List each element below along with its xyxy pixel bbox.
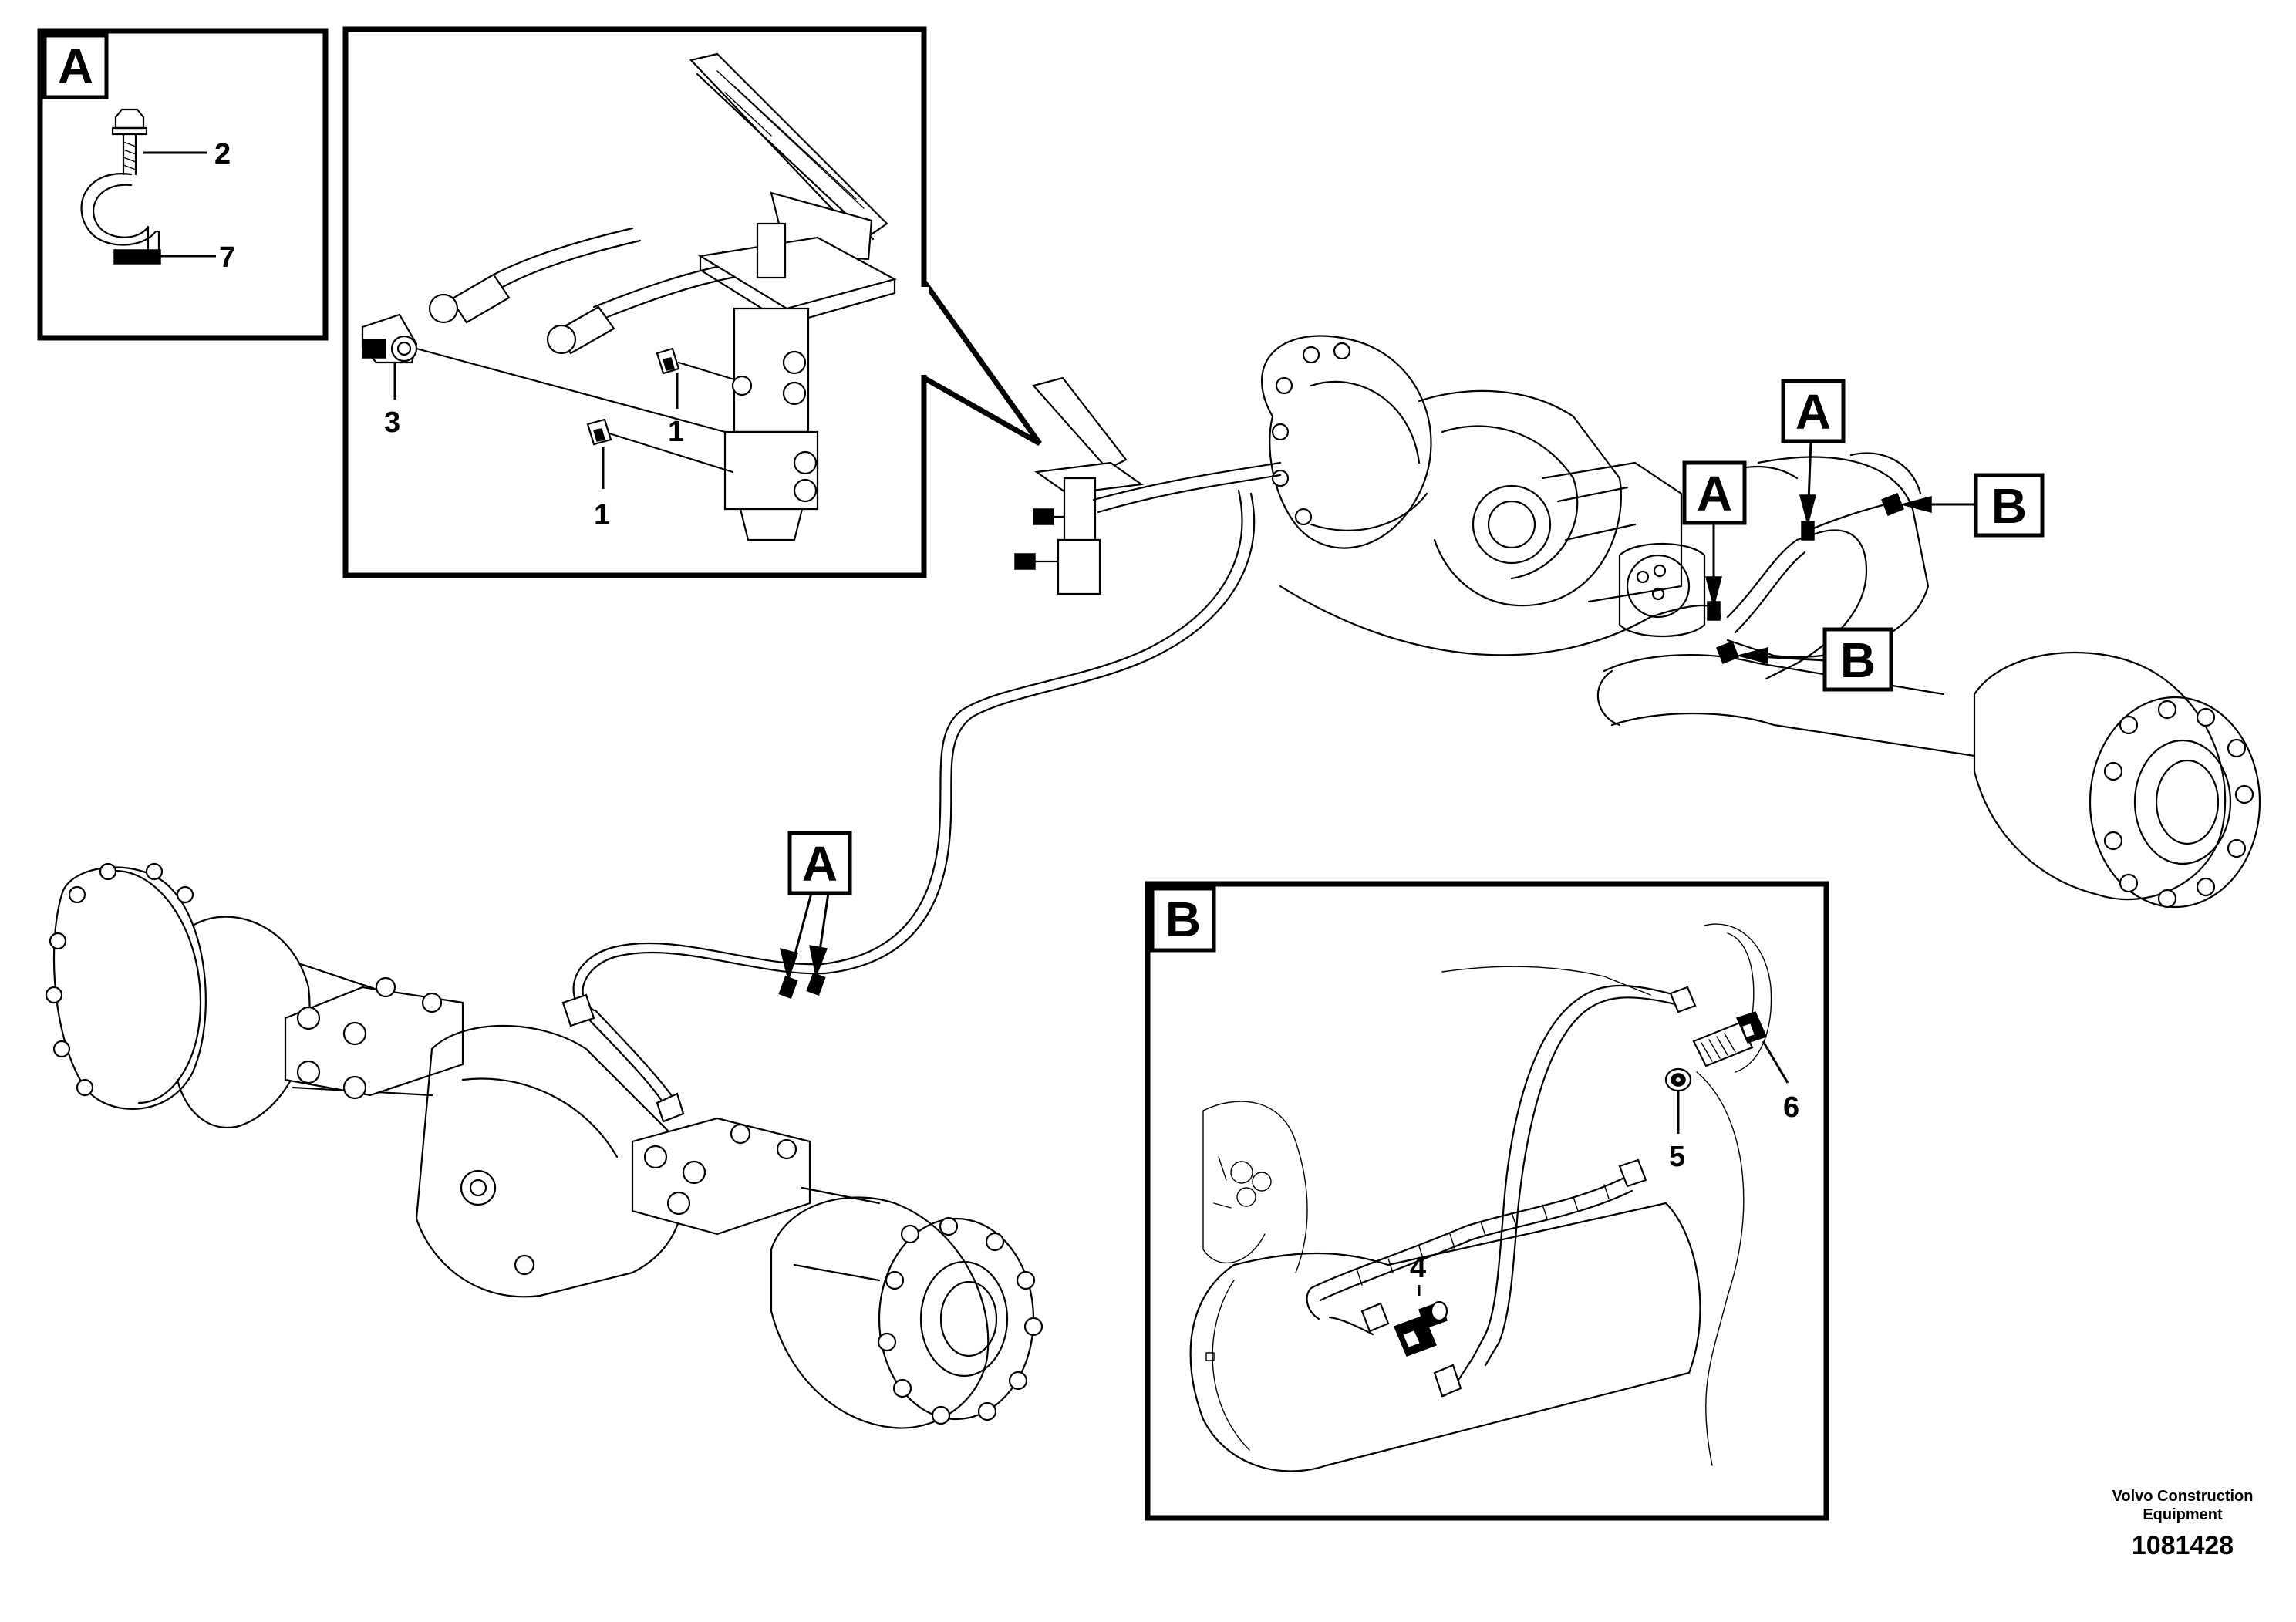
detail-b-tag-frame (1150, 886, 1216, 953)
brand-name: Volvo Construction (2112, 1488, 2254, 1505)
adapter-fitting-icon (586, 347, 680, 446)
svg-text:A: A (802, 836, 838, 892)
main-brake-valve-icon (1014, 376, 1144, 595)
brake-valve-icon (723, 222, 819, 541)
brand-name-line2: Equipment (2143, 1506, 2223, 1523)
detail-a-tag-frame (42, 33, 109, 99)
part-number-7: 7 (219, 241, 235, 274)
washer-icon (1664, 1067, 1692, 1092)
line-clamps (561, 493, 1904, 1123)
callout-b-upper: B (1900, 473, 2045, 538)
brake-line-routing (572, 461, 1899, 1104)
part-number-1: 1 (594, 499, 610, 531)
part-number-2: 2 (214, 138, 231, 170)
detail-a-tag: A (58, 39, 93, 94)
svg-text:B: B (1991, 478, 2027, 534)
front-axle-icon (45, 862, 1043, 1429)
svg-text:B: B (1840, 632, 1876, 688)
part-number-3: 3 (384, 406, 400, 439)
part-number-6: 6 (1783, 1091, 1799, 1124)
detail-b-tag: B (1165, 892, 1201, 947)
detail-a-panel: A 2 7 (37, 28, 329, 341)
callout-a-rear-left: A (1682, 460, 1747, 609)
callout-b-lower: B (1736, 627, 1893, 692)
drawing-number: 1081428 (2131, 1531, 2234, 1560)
part-number-1: 1 (668, 416, 684, 448)
bolt-icon (111, 108, 148, 176)
part-number-5: 5 (1669, 1141, 1685, 1173)
callout-a-front: A (779, 831, 852, 982)
brake-pedal-icon (689, 52, 897, 325)
union-fitting-icon (1692, 1011, 1768, 1067)
elbow-fitting-icon (361, 313, 418, 364)
svg-text:A: A (1795, 384, 1831, 440)
svg-text:A: A (1697, 466, 1732, 521)
detail-b-panel: B (1145, 881, 1829, 1521)
rear-axle-icon (1260, 335, 2261, 909)
tee-fitting-icon (1394, 1300, 1448, 1357)
callout-a-rear-right: A (1781, 379, 1846, 527)
pedal-valve-inset: 3 1 1 (342, 26, 1042, 578)
part-number-4: 4 (1410, 1252, 1426, 1284)
